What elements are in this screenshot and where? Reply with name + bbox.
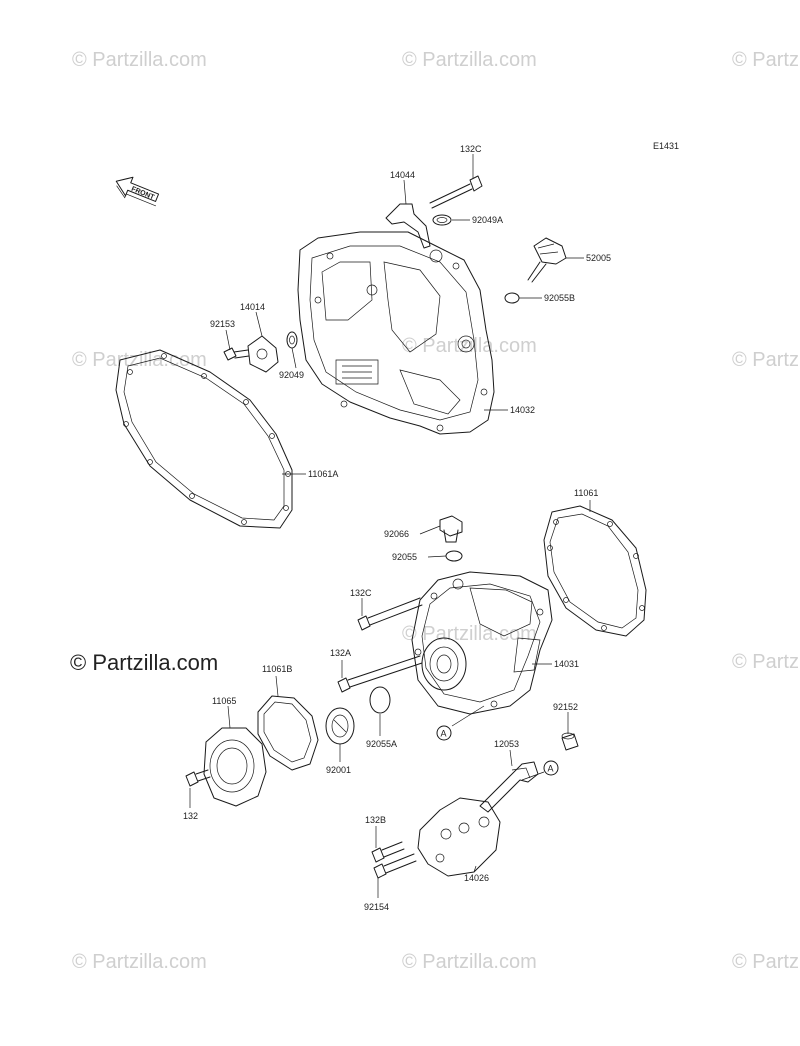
- bolt-92154: [373, 853, 417, 879]
- callout-14032: 14032: [510, 405, 535, 415]
- cover-plate-14014: [247, 335, 279, 373]
- cover-14026: [417, 797, 501, 877]
- o-ring-92055b: [504, 292, 520, 304]
- callout-labels: 132C 14044 92049A 52005 92055B 14014 921…: [183, 144, 611, 912]
- bolt-132a: [337, 655, 423, 693]
- callout-92152: 92152: [553, 702, 578, 712]
- callout-14026: 14026: [464, 873, 489, 883]
- watermark-layer: © Partzilla.com © Partzilla.com © Partzi…: [72, 49, 800, 973]
- callout-92066: 92066: [384, 529, 409, 539]
- cover-11065: [203, 727, 267, 807]
- front-arrow-icon: FRONT: [115, 176, 160, 207]
- callout-52005: 52005: [586, 253, 611, 263]
- svg-text:A: A: [548, 764, 554, 774]
- bolt-132c-top: [429, 175, 483, 209]
- callout-12053: 12053: [494, 739, 519, 749]
- gasket-11061: [543, 505, 647, 637]
- callout-132: 132: [183, 811, 198, 821]
- gasket-11061b: [257, 695, 319, 771]
- callout-132c: 132C: [460, 144, 482, 154]
- collar-92152: [561, 732, 579, 751]
- bracket-14044: [385, 203, 431, 249]
- bolt-132: [185, 769, 211, 787]
- o-ring-92055: [445, 550, 463, 562]
- cap-92001: [325, 707, 355, 745]
- callout-11061b: 11061B: [262, 664, 292, 674]
- callout-92049: 92049: [279, 370, 304, 380]
- callout-14014: 14014: [240, 302, 265, 312]
- callout-92001: 92001: [326, 765, 351, 775]
- oil-seal-92049a: [432, 214, 452, 226]
- callout-92055a: 92055A: [366, 739, 397, 749]
- reference-a-1: A: [436, 725, 452, 741]
- callout-92055b: 92055B: [544, 293, 575, 303]
- engine-cover-14031: [411, 571, 553, 715]
- callout-132c: 132C: [350, 588, 372, 598]
- watermark: © Partzilla.com: [732, 49, 800, 71]
- reference-a-2: A: [543, 760, 559, 776]
- watermark: © Partzilla.com: [72, 49, 207, 71]
- callout-92055: 92055: [392, 552, 417, 562]
- clutch-cover-14032: [297, 231, 495, 435]
- watermark: © Partzilla.com: [72, 951, 207, 973]
- callout-14031: 14031: [554, 659, 579, 669]
- diagram-code: E1431: [653, 141, 679, 151]
- plug-92066: [439, 515, 463, 543]
- leader-lines: [189, 154, 591, 898]
- guide-12053: [479, 761, 539, 813]
- svg-text:A: A: [441, 729, 447, 739]
- gasket-11061a: [115, 349, 293, 529]
- callout-11065: 11065: [212, 696, 236, 706]
- watermark: © Partzilla.com: [402, 951, 537, 973]
- watermark: © Partzilla.com: [732, 951, 800, 973]
- watermark: © Partzilla.com: [402, 49, 537, 71]
- callout-132b: 132B: [365, 815, 386, 825]
- oil-filler-cap-52005: [527, 237, 567, 283]
- bolt-92153: [223, 347, 250, 361]
- callout-11061a: 11061A: [308, 469, 338, 479]
- callout-14044: 14044: [390, 170, 415, 180]
- o-ring-92055a: [369, 686, 391, 714]
- oil-seal-92049: [286, 331, 298, 349]
- watermark: © Partzilla.com: [732, 651, 800, 673]
- bolt-132b: [371, 841, 405, 863]
- watermark: © Partzilla.com: [732, 349, 800, 371]
- callout-92153: 92153: [210, 319, 235, 329]
- callout-132a: 132A: [330, 648, 351, 658]
- callout-11061: 11061: [574, 488, 598, 498]
- main-watermark: © Partzilla.com: [70, 650, 218, 675]
- watermark: © Partzilla.com: [72, 349, 207, 371]
- bolt-132c-mid: [357, 597, 423, 631]
- callout-92049a: 92049A: [472, 215, 503, 225]
- callout-92154: 92154: [364, 902, 389, 912]
